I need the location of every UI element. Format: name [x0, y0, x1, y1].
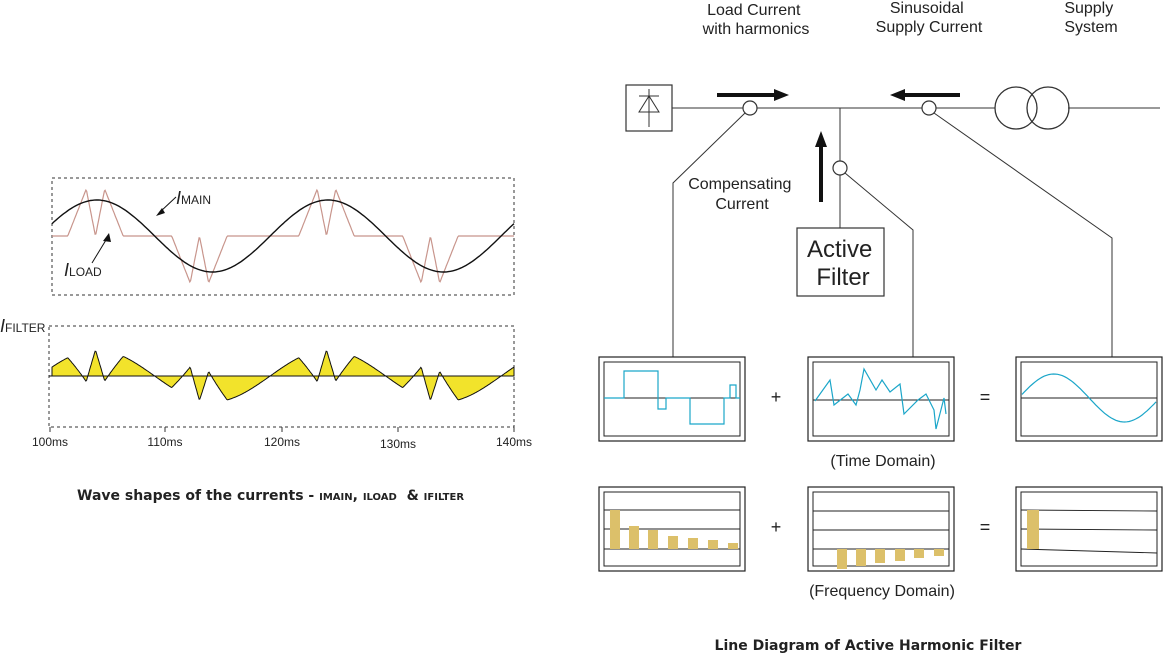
- i-main-arrowhead: [156, 208, 165, 216]
- compensation-bar: [914, 549, 924, 558]
- time-domain-label: (Time Domain): [830, 453, 935, 470]
- i-load-curve: [52, 188, 514, 284]
- harmonic-bar: [648, 530, 658, 549]
- load-current-label: Load Current with harmonics: [702, 2, 810, 38]
- filter-trace: [814, 367, 947, 430]
- fundamental-bar: [1027, 510, 1039, 549]
- harmonic-bar: [610, 510, 620, 549]
- load-sense-wire: [672, 112, 746, 363]
- time-tick-label: 130ms: [380, 437, 416, 451]
- line-diagram-caption: Line Diagram of Active Harmonic Filter: [715, 638, 1022, 654]
- freq-supply-panel: [1015, 486, 1163, 572]
- plus-time: +: [771, 387, 782, 407]
- active-filter-box: [796, 227, 885, 297]
- time-load-panel: [598, 356, 746, 442]
- frequency-domain-label: (Frequency Domain): [809, 583, 955, 600]
- equals-time: =: [980, 387, 991, 407]
- harmonic-bar: [688, 538, 698, 549]
- i-load-pointer: [91, 239, 107, 264]
- active-filter-label: Active Filter: [807, 236, 879, 291]
- supply-current-sensor: [921, 100, 937, 116]
- compensation-bar: [856, 549, 866, 566]
- compensation-bar: [934, 549, 944, 556]
- harmonic-bar: [668, 536, 678, 549]
- compensating-current-arrow-icon: [815, 131, 827, 202]
- diode-icon: [638, 89, 660, 127]
- time-tick-label: 120ms: [264, 435, 300, 449]
- filter-sense-wire: [844, 172, 914, 363]
- supply-current-arrow-icon: [890, 89, 960, 101]
- i-main-label: IMAIN: [176, 188, 211, 208]
- compensating-current-label: Compensating Current: [688, 176, 796, 213]
- load-square-trace: [604, 370, 740, 425]
- compensation-bar: [895, 549, 905, 561]
- transformer-coil-icon: [1026, 86, 1070, 130]
- time-tick-label: 100ms: [32, 435, 68, 449]
- harmonic-bar: [728, 543, 738, 549]
- harmonic-bar: [629, 526, 639, 549]
- supply-system-label: Supply System: [1064, 0, 1117, 36]
- compensation-bar: [837, 549, 847, 569]
- freq-filter-panel: [807, 486, 955, 572]
- filter-current-sensor: [832, 160, 848, 176]
- supply-sense-wire: [933, 112, 1113, 363]
- waveform-caption: Wave shapes of the currents - IMAIN, ILO…: [77, 488, 464, 504]
- waveform-panel: IMAIN ILOAD IFILTER 100ms 110ms 120ms 130ms…: [0, 177, 532, 504]
- freq-load-panel: [598, 486, 746, 572]
- i-filter-label: IFILTER: [0, 316, 46, 336]
- compensation-bar: [875, 549, 885, 563]
- load-current-arrow-icon: [717, 89, 789, 101]
- equals-freq: =: [980, 517, 991, 537]
- sine-trace: [1021, 373, 1157, 423]
- i-load-label: ILOAD: [64, 260, 102, 280]
- time-supply-panel: [1015, 356, 1163, 442]
- time-tick-label: 110ms: [147, 435, 182, 449]
- i-main-curve: [51, 199, 515, 273]
- transformer-icon: [994, 86, 1038, 130]
- line-diagram: Load Current with harmonics Sinusoidal S…: [598, 0, 1163, 654]
- time-filter-panel: [807, 356, 955, 442]
- plus-freq: +: [771, 517, 782, 537]
- harmonic-bar: [708, 540, 718, 549]
- time-axis: 100ms 110ms 120ms 130ms 140ms: [32, 427, 532, 451]
- sinusoidal-supply-label: Sinusoidal Supply Current: [876, 0, 983, 36]
- i-load-arrowhead: [103, 233, 111, 242]
- time-tick-label: 140ms: [496, 435, 532, 449]
- load-current-sensor: [742, 100, 758, 116]
